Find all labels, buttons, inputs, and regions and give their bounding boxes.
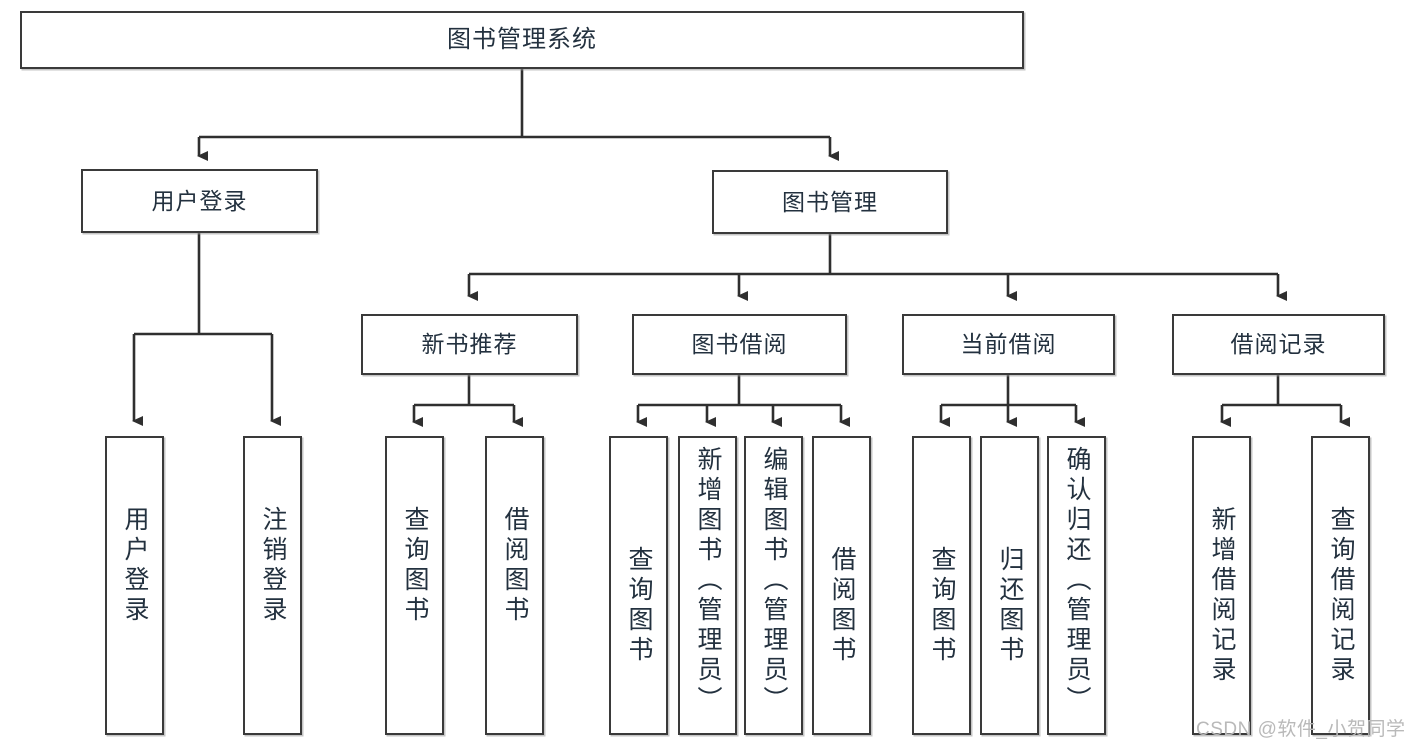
node-book-borrow[interactable]: 图书借阅 bbox=[632, 314, 847, 375]
leaf-edit-book-label: 编辑图书（管理员） bbox=[760, 446, 788, 716]
leaf-borrow-book-1-label: 借阅图书 bbox=[501, 506, 529, 626]
node-new-book-recommend[interactable]: 新书推荐 bbox=[361, 314, 578, 375]
node-book-management[interactable]: 图书管理 bbox=[712, 170, 948, 234]
node-current-borrow[interactable]: 当前借阅 bbox=[902, 314, 1115, 375]
node-borrow-record[interactable]: 借阅记录 bbox=[1172, 314, 1385, 375]
leaf-confirm-return[interactable]: 确认归还（管理员） bbox=[1047, 436, 1106, 735]
node-user-login[interactable]: 用户登录 bbox=[81, 169, 318, 233]
leaf-borrow-book-2-label: 借阅图书 bbox=[828, 546, 856, 666]
node-book-borrow-label: 图书借阅 bbox=[691, 331, 788, 358]
node-new-book-recommend-label: 新书推荐 bbox=[421, 331, 518, 358]
leaf-add-book[interactable]: 新增图书（管理员） bbox=[678, 436, 737, 735]
node-root[interactable]: 图书管理系统 bbox=[20, 11, 1024, 69]
leaf-query-book-1-label: 查询图书 bbox=[401, 506, 429, 626]
leaf-query-record-label: 查询借阅记录 bbox=[1327, 506, 1355, 686]
leaf-return-book-label: 归还图书 bbox=[996, 546, 1024, 666]
leaf-add-record-label: 新增借阅记录 bbox=[1208, 506, 1236, 686]
leaf-user-login-label: 用户登录 bbox=[121, 506, 149, 626]
node-current-borrow-label: 当前借阅 bbox=[960, 331, 1057, 358]
leaf-query-book-3[interactable]: 查询图书 bbox=[912, 436, 971, 735]
leaf-borrow-book-1[interactable]: 借阅图书 bbox=[485, 436, 544, 735]
node-root-label: 图书管理系统 bbox=[447, 26, 597, 53]
leaf-user-login[interactable]: 用户登录 bbox=[105, 436, 164, 735]
leaf-logout-login-label: 注销登录 bbox=[259, 506, 287, 626]
leaf-query-book-2[interactable]: 查询图书 bbox=[609, 436, 668, 735]
leaf-query-record[interactable]: 查询借阅记录 bbox=[1311, 436, 1370, 735]
node-user-login-label: 用户登录 bbox=[151, 187, 248, 214]
leaf-add-record[interactable]: 新增借阅记录 bbox=[1192, 436, 1251, 735]
leaf-query-book-3-label: 查询图书 bbox=[928, 546, 956, 666]
leaf-return-book[interactable]: 归还图书 bbox=[980, 436, 1039, 735]
node-book-management-label: 图书管理 bbox=[782, 188, 878, 215]
leaf-query-book-1[interactable]: 查询图书 bbox=[385, 436, 444, 735]
leaf-borrow-book-2[interactable]: 借阅图书 bbox=[812, 436, 871, 735]
leaf-confirm-return-label: 确认归还（管理员） bbox=[1063, 446, 1091, 716]
node-borrow-record-label: 借阅记录 bbox=[1230, 331, 1327, 358]
leaf-logout-login[interactable]: 注销登录 bbox=[243, 436, 302, 735]
leaf-query-book-2-label: 查询图书 bbox=[625, 546, 653, 666]
leaf-add-book-label: 新增图书（管理员） bbox=[694, 446, 722, 716]
watermark-text: CSDN @软件_小贺同学 bbox=[1196, 719, 1405, 740]
leaf-edit-book[interactable]: 编辑图书（管理员） bbox=[744, 436, 803, 735]
